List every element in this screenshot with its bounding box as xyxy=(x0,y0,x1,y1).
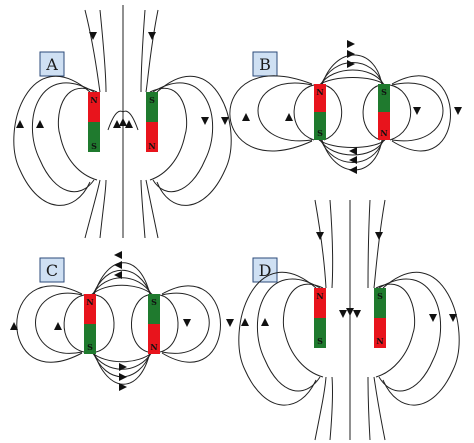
panel-c-right-magnet: S N xyxy=(148,294,160,354)
pole-label: S xyxy=(317,128,323,138)
south-pole xyxy=(314,112,326,140)
panel-a-left-magnet: N S xyxy=(88,92,100,152)
panel-a-label: A xyxy=(45,55,58,74)
pole-label: N xyxy=(316,291,323,301)
panel-a-arrows xyxy=(16,32,229,128)
panel-c-label-box xyxy=(39,257,65,283)
pole-label: N xyxy=(150,342,157,352)
panel-a-field-lines xyxy=(13,5,232,239)
panel-b-left-magnet: N S xyxy=(314,84,326,140)
pole-label: S xyxy=(91,141,97,151)
panel-b-right-magnet: S N xyxy=(378,84,390,140)
south-pole xyxy=(148,294,160,324)
north-pole xyxy=(314,84,326,112)
north-pole xyxy=(314,288,326,318)
pole-label: N xyxy=(376,336,383,346)
panel-b-field-lines xyxy=(229,54,451,171)
north-pole xyxy=(148,324,160,354)
south-pole xyxy=(146,92,158,122)
panel-d-arrows xyxy=(241,232,457,326)
pole-label: N xyxy=(86,297,93,307)
panel-b-label: B xyxy=(259,55,271,74)
north-pole xyxy=(88,92,100,122)
panel-d-left-magnet: N S xyxy=(314,288,326,348)
panel-b-arrows xyxy=(242,40,462,174)
panel-c-arrows xyxy=(10,251,234,391)
panel-d-field-lines xyxy=(238,199,460,441)
pole-label: S xyxy=(149,95,155,105)
south-pole xyxy=(84,324,96,354)
north-pole xyxy=(374,318,386,348)
panel-c-label: C xyxy=(46,261,58,280)
panel-c-left-magnet: N S xyxy=(84,294,96,354)
pole-label: S xyxy=(317,336,323,346)
pole-label: S xyxy=(381,87,387,97)
pole-label: N xyxy=(148,141,155,151)
pole-label: S xyxy=(377,291,383,301)
south-pole xyxy=(88,122,100,152)
pole-label: S xyxy=(87,342,93,352)
panel-c: C xyxy=(10,251,234,391)
panel-b: B xyxy=(229,40,462,174)
panel-d: D xyxy=(238,199,460,441)
north-pole xyxy=(84,294,96,324)
pole-label: N xyxy=(90,95,97,105)
panel-d-right-magnet: S N xyxy=(374,288,386,348)
south-pole xyxy=(314,318,326,348)
panel-a-right-magnet: S N xyxy=(146,92,158,152)
panel-b-label-box xyxy=(252,51,278,77)
pole-label: N xyxy=(316,87,323,97)
panel-a: A xyxy=(13,5,232,239)
south-pole xyxy=(378,84,390,112)
panel-d-label-box xyxy=(252,257,278,283)
south-pole xyxy=(374,288,386,318)
pole-label: N xyxy=(380,128,387,138)
north-pole xyxy=(146,122,158,152)
pole-label: S xyxy=(151,297,157,307)
north-pole xyxy=(378,112,390,140)
